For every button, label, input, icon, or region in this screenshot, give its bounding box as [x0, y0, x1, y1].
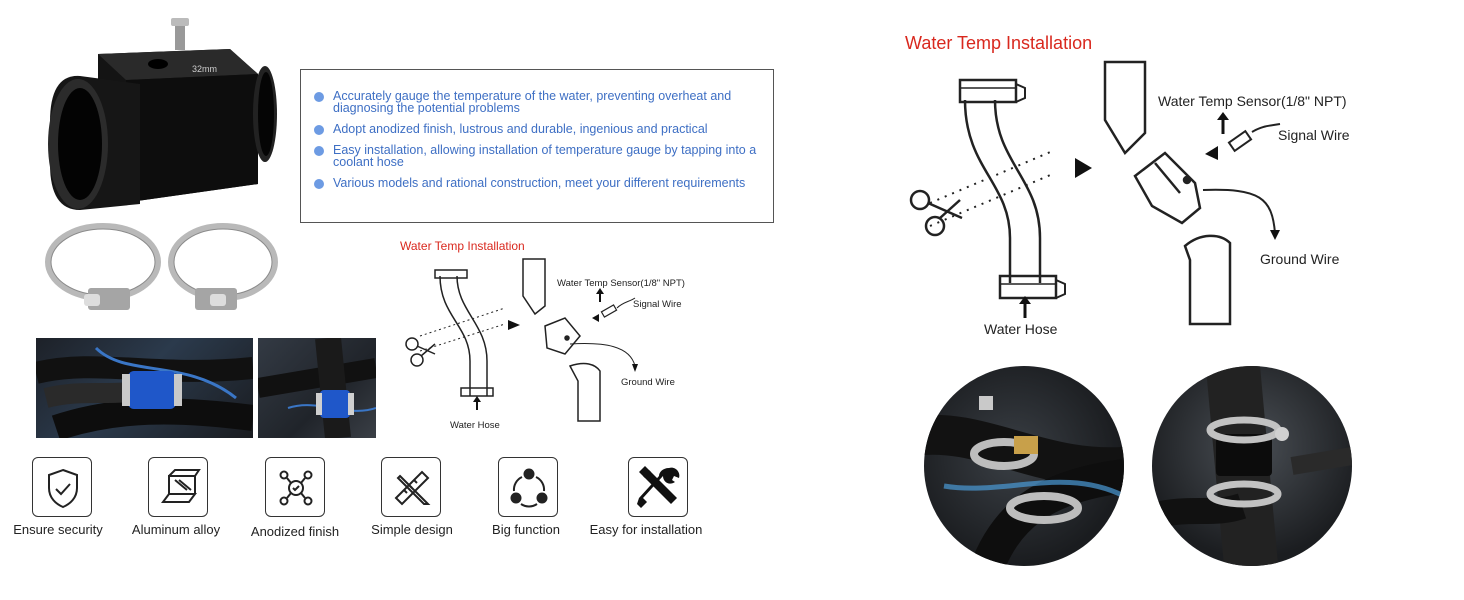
- installation-diagram-small: Water Temp Installation Water Temp Senso…: [400, 239, 685, 431]
- large-water-hose-label: Water Hose: [984, 321, 1058, 337]
- feature-list: Accurately gauge the temperature of the …: [313, 90, 763, 189]
- icon-label-easy-install: Easy for installation: [589, 522, 703, 537]
- icon-label-big-function: Big function: [492, 522, 560, 537]
- icon-label-anodized: Anodized finish: [250, 524, 340, 539]
- cycle-icon: [498, 457, 558, 517]
- aluminum-bar-icon: [148, 457, 208, 517]
- diagram-large-title: Water Temp Installation: [905, 33, 1092, 53]
- large-sensor-label: Water Temp Sensor(1/8" NPT): [1158, 93, 1347, 109]
- icon-label-security: Ensure security: [13, 522, 103, 537]
- feature-item: Adopt anodized finish, lustrous and dura…: [313, 123, 763, 135]
- molecule-icon: [265, 457, 325, 517]
- sensor-label: Water Temp Sensor(1/8" NPT): [557, 278, 685, 289]
- water-hose-label: Water Hose: [450, 420, 500, 431]
- signal-wire-label: Signal Wire: [633, 299, 682, 310]
- ruler-pencil-icon: [381, 457, 441, 517]
- tools-icon: [628, 457, 688, 517]
- installed-photo-circle-1: [924, 366, 1124, 566]
- large-signal-label: Signal Wire: [1278, 127, 1350, 143]
- diagram-title: Water Temp Installation: [400, 239, 525, 253]
- feature-item: Easy installation, allowing installation…: [313, 144, 763, 168]
- feature-item: Various models and rational construction…: [313, 177, 763, 189]
- ground-wire-label: Ground Wire: [621, 377, 675, 388]
- installation-diagram-large: Water Temp Installation Water Temp Senso…: [905, 33, 1350, 337]
- shield-check-icon: [32, 457, 92, 517]
- icon-label-aluminum: Aluminum alloy: [131, 522, 221, 537]
- size-marking: 32mm: [192, 64, 217, 74]
- feature-list-box: Accurately gauge the temperature of the …: [300, 69, 774, 223]
- feature-item: Accurately gauge the temperature of the …: [313, 90, 763, 114]
- adapter-product-image: 32mm: [48, 18, 277, 210]
- engine-photo-blue-adapter-2: [258, 338, 376, 438]
- engine-photo-blue-adapter: [36, 338, 253, 438]
- large-ground-label: Ground Wire: [1260, 251, 1340, 267]
- icon-label-simple-design: Simple design: [371, 522, 453, 537]
- scissors-icon-large: [909, 189, 963, 237]
- installed-photo-circle-2: [1152, 366, 1352, 566]
- hose-clamps-image: [45, 223, 278, 310]
- scissors-icon: [405, 337, 436, 367]
